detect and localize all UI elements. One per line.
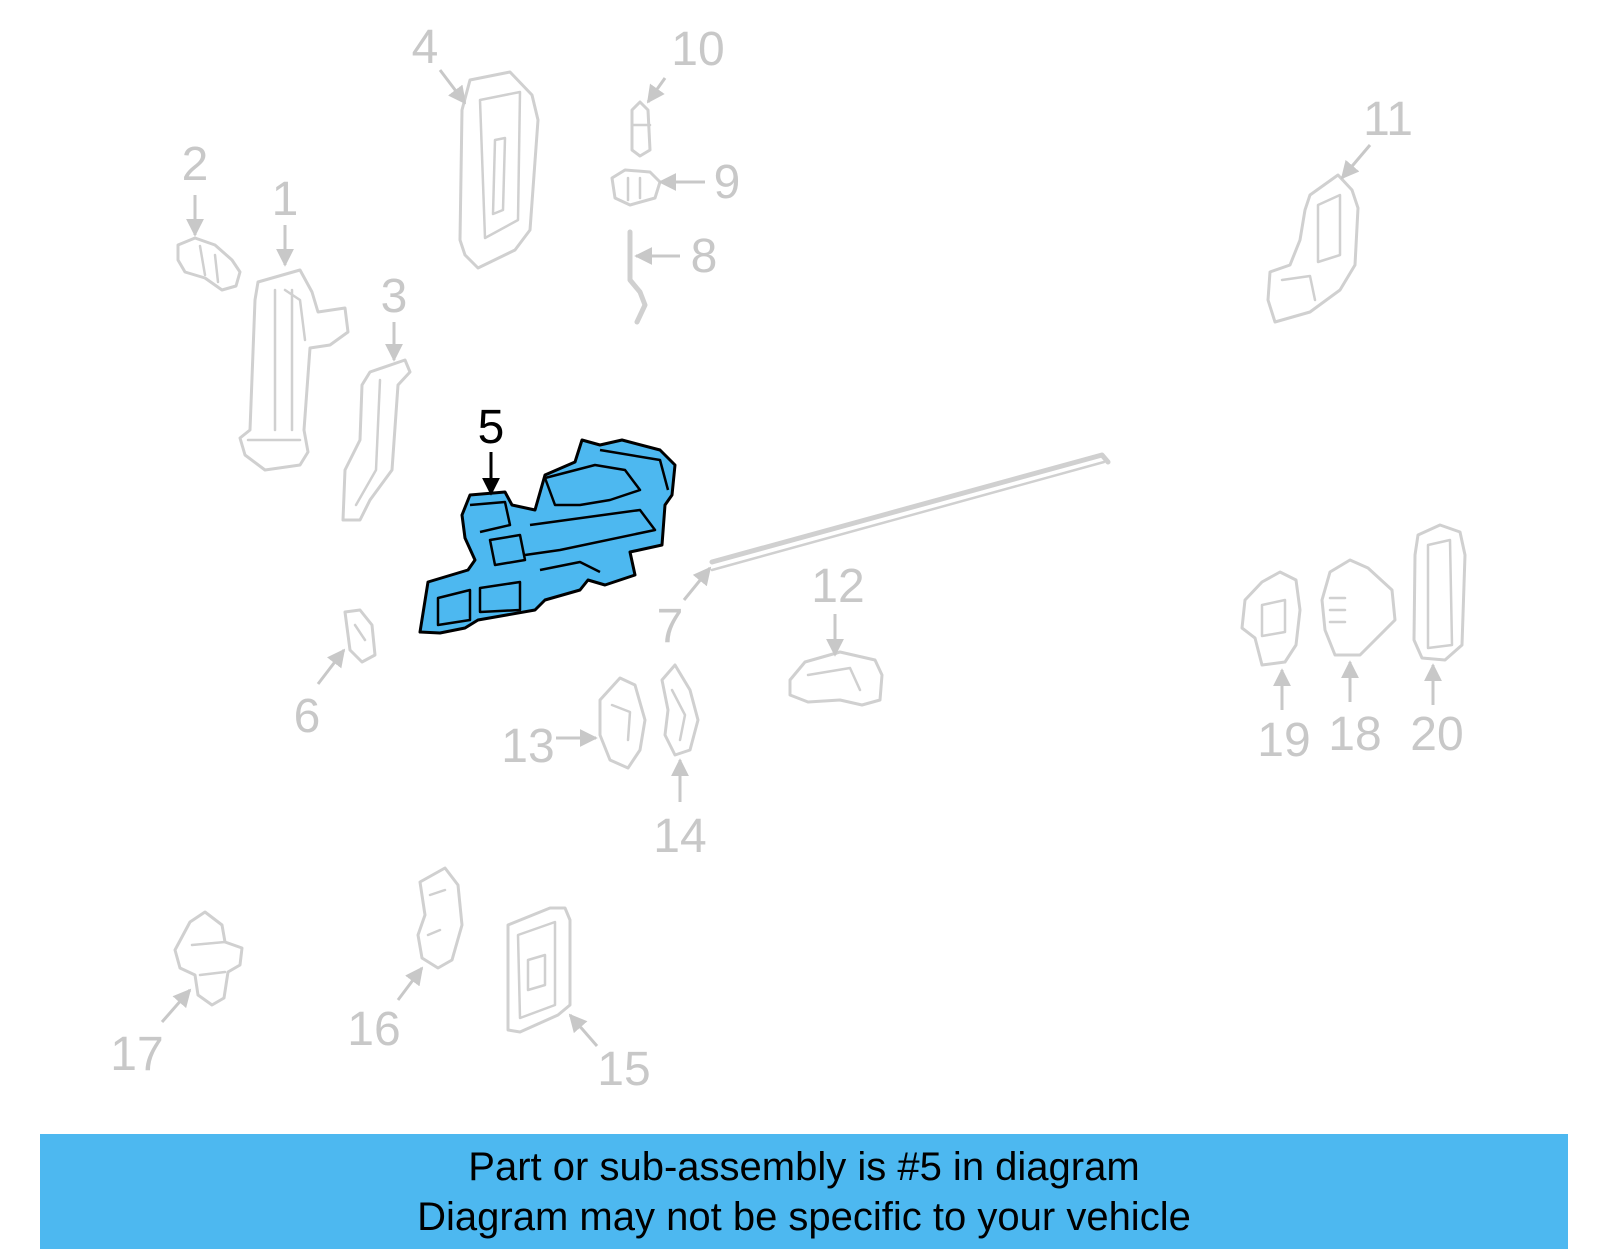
callout-17: 17 [110,1028,163,1081]
callout-16: 16 [347,1003,400,1056]
banner-line-part-number: Part or sub-assembly is #5 in diagram [468,1145,1140,1189]
callout-18: 18 [1328,708,1381,761]
part-13 [598,676,647,770]
callout-10: 10 [671,23,724,76]
callout-19: 19 [1257,714,1310,767]
part-17 [173,910,244,1007]
part-15 [506,906,572,1034]
callout-1: 1 [272,173,299,226]
part-14 [660,663,700,757]
callout-13: 13 [501,720,554,773]
part-11 [1266,173,1360,324]
part-19 [1240,570,1302,667]
callout-9: 9 [714,156,741,209]
part-3 [341,358,412,522]
callout-11: 11 [1363,93,1413,146]
part-4 [458,70,540,270]
part-10 [630,100,652,158]
part-1 [238,268,350,472]
part-8 [627,229,648,325]
callout-4: 4 [412,21,439,74]
part-16 [416,866,464,970]
part-5-door-lock-assembly [418,438,677,635]
callout-20: 20 [1410,708,1463,761]
part-6 [343,608,377,664]
callout-2: 2 [182,138,209,191]
callout-12: 12 [811,560,864,613]
part-12 [788,650,884,707]
part-7 [709,452,1111,572]
leader-lines [160,69,1442,1047]
callout-15: 15 [597,1043,650,1096]
part-18 [1320,558,1397,657]
callout-7: 7 [657,600,684,653]
callout-8: 8 [691,230,718,283]
callout-6: 6 [294,690,321,743]
info-banner: Part or sub-assembly is #5 in diagram Di… [40,1134,1568,1249]
callout-14: 14 [653,810,706,863]
banner-line-disclaimer: Diagram may not be specific to your vehi… [417,1195,1191,1239]
callout-3: 3 [381,270,408,323]
part-9 [610,168,662,207]
callout-5: 5 [478,401,505,454]
part-2 [176,236,242,292]
part-20 [1412,523,1467,662]
